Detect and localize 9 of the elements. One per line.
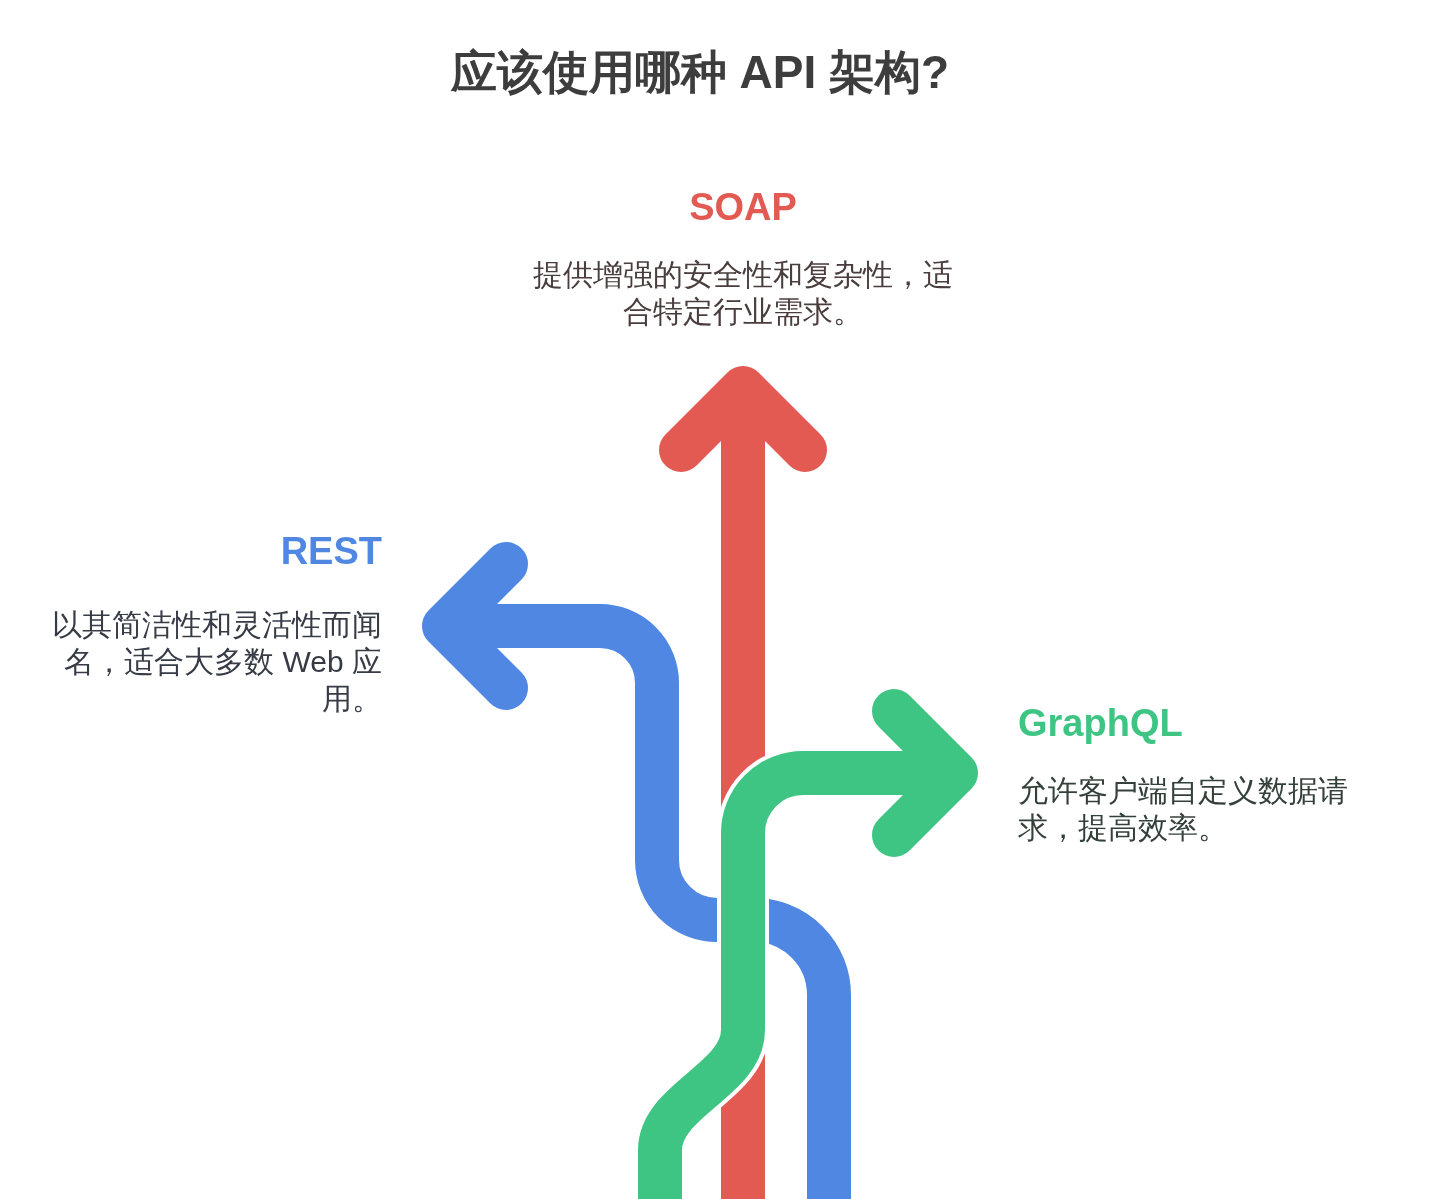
option-title: REST: [280, 529, 382, 574]
option-description: 允许客户端自定义数据请求，提高效率。: [1018, 773, 1349, 846]
option-title: GraphQL: [1018, 701, 1183, 746]
option-title: SOAP: [689, 185, 797, 230]
option-description: 提供增强的安全性和复杂性，适合特定行业需求。: [532, 257, 954, 330]
curved-arrow: [638, 689, 978, 1199]
curved-arrow: [422, 542, 851, 1199]
diagram-title: 应该使用哪种 API 架构?: [450, 45, 950, 100]
option-description: 以其简洁性和灵活性而闻名，适合大多数 Web 应用。: [51, 607, 382, 717]
